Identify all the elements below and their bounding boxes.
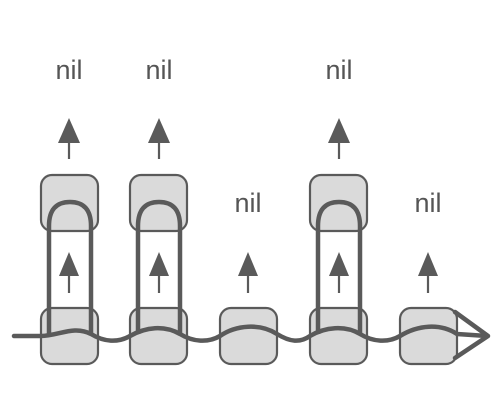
loop-2	[135, 199, 183, 334]
nil-label-5: nil	[414, 188, 441, 218]
up-arrow-icon	[328, 118, 350, 143]
up-arrow-icon	[59, 252, 79, 276]
nil-label-2: nil	[145, 55, 172, 85]
up-arrow-icon	[58, 118, 80, 143]
node-column-3: nil	[218, 188, 279, 366]
nil-label-4: nil	[325, 55, 352, 85]
node-column-1: nil	[39, 55, 100, 366]
loop-4	[315, 199, 363, 334]
thread-end-arrow-icon	[452, 309, 491, 361]
node-column-4: nil	[308, 55, 369, 366]
node-column-2: nil	[128, 55, 189, 366]
up-arrow-icon	[238, 252, 258, 276]
nil-label-1: nil	[55, 55, 82, 85]
up-arrow-icon	[418, 252, 438, 276]
node-column-5: nil	[398, 188, 459, 366]
up-arrow-icon	[149, 252, 169, 276]
up-arrow-icon	[148, 118, 170, 143]
lower-cell-3	[218, 306, 279, 366]
loop-1	[46, 199, 94, 334]
lower-cell-5	[398, 306, 459, 366]
up-arrow-icon	[329, 252, 349, 276]
nil-label-3: nil	[234, 188, 261, 218]
thread-line	[11, 324, 490, 343]
